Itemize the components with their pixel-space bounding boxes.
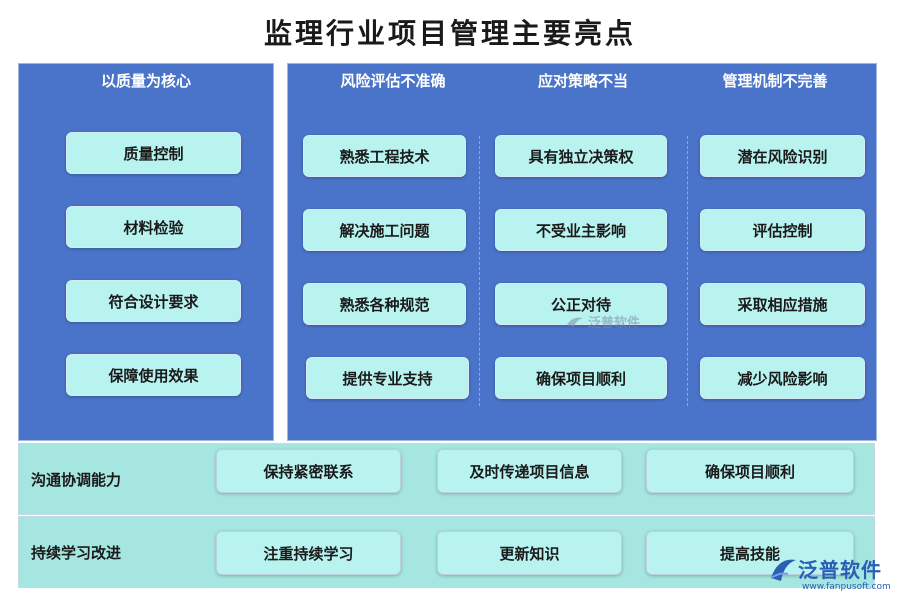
- risk-col2-heading: 应对策略不当: [537, 72, 628, 90]
- communication-item: 及时传递项目信息: [437, 449, 622, 493]
- risk-panel: 风险评估不准确 应对策略不当 管理机制不完善 熟悉工程技术 解决施工问题 熟悉各…: [287, 63, 877, 441]
- risk-col1-item: 熟悉工程技术: [303, 135, 466, 177]
- brand-logo-icon: [770, 559, 796, 581]
- risk-col3-item: 评估控制: [700, 209, 865, 251]
- brand-logo: 泛普软件 www.fanpusoft.com: [766, 552, 896, 598]
- quality-panel: 以质量为核心 质量控制 材料检验 符合设计要求 保障使用效果: [18, 63, 274, 441]
- risk-col1-item: 提供专业支持: [306, 357, 469, 399]
- quality-item: 保障使用效果: [66, 354, 241, 396]
- risk-col2-item: 不受业主影响: [495, 209, 667, 251]
- center-watermark: 泛普软件: [566, 312, 640, 331]
- diagram-title: 监理行业项目管理主要亮点: [263, 17, 636, 50]
- watermark-text: 泛普软件: [588, 316, 641, 331]
- learning-band: 持续学习改进 注重持续学习 更新知识 提高技能: [18, 516, 875, 588]
- risk-col3-item: 采取相应措施: [700, 283, 865, 325]
- risk-col3-item: 潜在风险识别: [700, 135, 865, 177]
- risk-col3-item: 减少风险影响: [700, 357, 865, 399]
- risk-col1-item: 解决施工问题: [303, 209, 466, 251]
- learning-item: 提高技能: [646, 531, 854, 575]
- brand-name: 泛普软件: [798, 558, 882, 582]
- risk-col3-heading: 管理机制不完善: [722, 72, 828, 90]
- learning-item: 更新知识: [437, 531, 622, 575]
- risk-col2-item: 确保项目顺利: [495, 357, 667, 399]
- risk-col2-item: 具有独立决策权: [495, 135, 667, 177]
- communication-label: 沟通协调能力: [31, 470, 122, 489]
- learning-item: 注重持续学习: [216, 531, 401, 575]
- risk-col1-item: 熟悉各种规范: [303, 283, 466, 325]
- quality-item: 符合设计要求: [66, 280, 241, 322]
- communication-band: 沟通协调能力 保持紧密联系 及时传递项目信息 确保项目顺利: [18, 443, 875, 515]
- column-divider: [479, 136, 480, 406]
- brand-url: www.fanpusoft.com: [802, 582, 891, 592]
- risk-col1-heading: 风险评估不准确: [340, 72, 446, 90]
- quality-item: 质量控制: [66, 132, 241, 174]
- watermark-logo-icon: [567, 317, 583, 327]
- communication-item: 确保项目顺利: [646, 449, 854, 493]
- column-divider: [687, 136, 688, 406]
- quality-item: 材料检验: [66, 206, 241, 248]
- learning-label: 持续学习改进: [31, 543, 122, 562]
- quality-heading: 以质量为核心: [100, 72, 191, 90]
- communication-item: 保持紧密联系: [216, 449, 401, 493]
